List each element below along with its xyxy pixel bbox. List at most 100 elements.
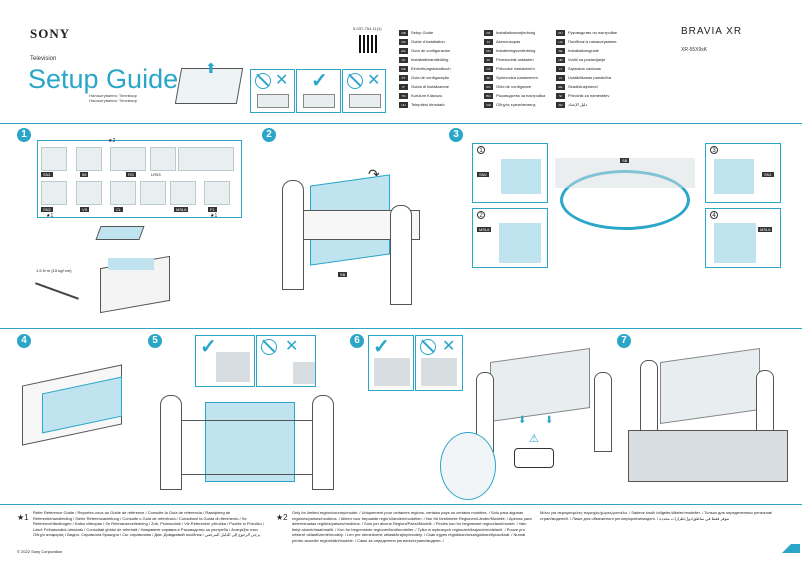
step-4-number: 4 [17, 334, 31, 348]
lang-code: DE [399, 65, 408, 72]
lang-label: Guía de configuración [411, 48, 451, 53]
x-icon: ✕ [367, 72, 381, 89]
part-label: IM [80, 172, 89, 177]
tv-lift-illustration [205, 402, 295, 482]
star-1-mark: ★1 [210, 213, 218, 219]
header-do-panel: ✓ [296, 69, 341, 113]
tv-in-box-illustration [108, 258, 154, 270]
step-1-number: 1 [17, 128, 31, 142]
lang-label: Guia de configuração [411, 75, 450, 80]
lang-code: FI [484, 38, 493, 45]
step3-detail-1: 1 SN2 [472, 143, 548, 203]
lang-label: Guide d'installation [411, 39, 445, 44]
step5-dont-panel: ✕ [256, 335, 316, 387]
lang-label: Посібник із налаштування [568, 39, 617, 44]
sn2-label: SN2 [477, 172, 489, 177]
part-label: SN2 [41, 207, 53, 212]
part-item [150, 147, 176, 171]
model-number: XR-55X9xK [681, 47, 708, 53]
part-item [204, 181, 230, 205]
lang-code: IT [399, 83, 408, 90]
lang-code: NO [484, 47, 493, 54]
step5-do-panel: ✓ [195, 335, 255, 387]
person-left-illustration [282, 180, 304, 290]
lang-code: FR [399, 38, 408, 45]
part-label: RG [126, 172, 136, 177]
lang-label: Sprievodca nastavením [496, 75, 538, 80]
bracket-illustration [714, 223, 756, 263]
lang-label: Uzstādīšanas pamācība [568, 75, 611, 80]
star-1-mark: ★1 [46, 213, 54, 219]
person-left-illustration [160, 395, 182, 490]
down-arrow-icon: ⬇ [545, 415, 554, 426]
header-up-arrow-icon: ⬆ [205, 60, 217, 76]
lang-code: EE [556, 83, 565, 90]
lang-label: Kurulum Kılavuzu [411, 93, 443, 98]
lang-code: GB [399, 29, 408, 36]
screwdriver-icon [35, 282, 79, 300]
box-illustration [95, 226, 145, 240]
page-title: Setup Guide [28, 64, 179, 94]
lang-label: Installationsvejledning [496, 30, 536, 35]
lang-code: AR [556, 101, 565, 108]
part-item [41, 147, 67, 171]
title-subtitles: Налаштування: Телевізор Налаштування: Те… [89, 93, 137, 103]
msl6-label: MSL6 [477, 227, 492, 232]
substep-2: 2 [477, 211, 485, 219]
lang-code: RU [556, 29, 565, 36]
part-item [140, 181, 166, 205]
lang-label: Installationsguide [568, 48, 599, 53]
row-divider-1 [0, 123, 802, 124]
substep-4: 4 [710, 211, 718, 219]
row-divider-3 [0, 504, 802, 505]
part-label: SN1 [41, 172, 53, 177]
part-item [41, 181, 67, 205]
lang-code: HR [556, 56, 565, 63]
footnote-1: Refer Reference Guide / Reportez-vous au… [33, 510, 264, 537]
footnote-1-marker: ★1 [17, 513, 29, 522]
lang-label: Průvodce nastavením [496, 66, 535, 71]
lang-code: PT [399, 74, 408, 81]
lang-code: SE [556, 47, 565, 54]
person-right-illustration [594, 372, 612, 452]
bracket-illustration [714, 159, 754, 194]
warning-icon: ⚠ [529, 433, 539, 445]
x-icon: ✕ [442, 338, 456, 355]
stand-zoom-illustration [440, 432, 496, 500]
lang-label: Sąrankos vadovas [568, 66, 601, 71]
lang-code: NL [399, 56, 408, 63]
check-icon: ✓ [311, 70, 328, 92]
qr-code [359, 35, 377, 53]
lang-label: Vodič za postavljanje [568, 57, 606, 62]
step-5-number: 5 [148, 334, 162, 348]
stand-bg [555, 158, 695, 188]
lang-code: PL [484, 56, 493, 63]
lang-label: Einrichtungshandbuch [411, 66, 451, 71]
part-label: LR03 [151, 172, 161, 177]
substep-1: 1 [477, 146, 485, 154]
lang-code: CZ [484, 65, 493, 72]
tv-back-illustration [490, 347, 590, 423]
rotate-arrow-icon: ↷ [368, 166, 380, 182]
header-dont-panel-1: ✕ [250, 69, 295, 113]
lang-label: Руководство по настройке [568, 30, 617, 35]
prohibited-icon [347, 73, 363, 89]
step6-dont-panel: ✕ [415, 335, 463, 391]
step-3-number: 3 [449, 128, 463, 142]
row-divider-2 [0, 328, 802, 329]
title-sub-2: Налаштування: Телевізор [89, 98, 137, 103]
lang-label: Priročnik za namestitev [568, 93, 610, 98]
lang-code: TR [399, 92, 408, 99]
hand-illustration [374, 358, 410, 386]
lang-code: LV [556, 74, 565, 81]
step-2-number: 2 [262, 128, 276, 142]
check-icon: ✓ [200, 336, 217, 358]
tv-illustration [349, 94, 381, 108]
lang-label: Ghid de configurare [496, 84, 532, 89]
lang-label: Seadistusjuhend [568, 84, 598, 89]
lang-label: Ръководство за настройка [496, 93, 546, 98]
part-item [110, 147, 146, 171]
hand-illustration [216, 352, 250, 382]
part-label: CL [114, 207, 124, 212]
